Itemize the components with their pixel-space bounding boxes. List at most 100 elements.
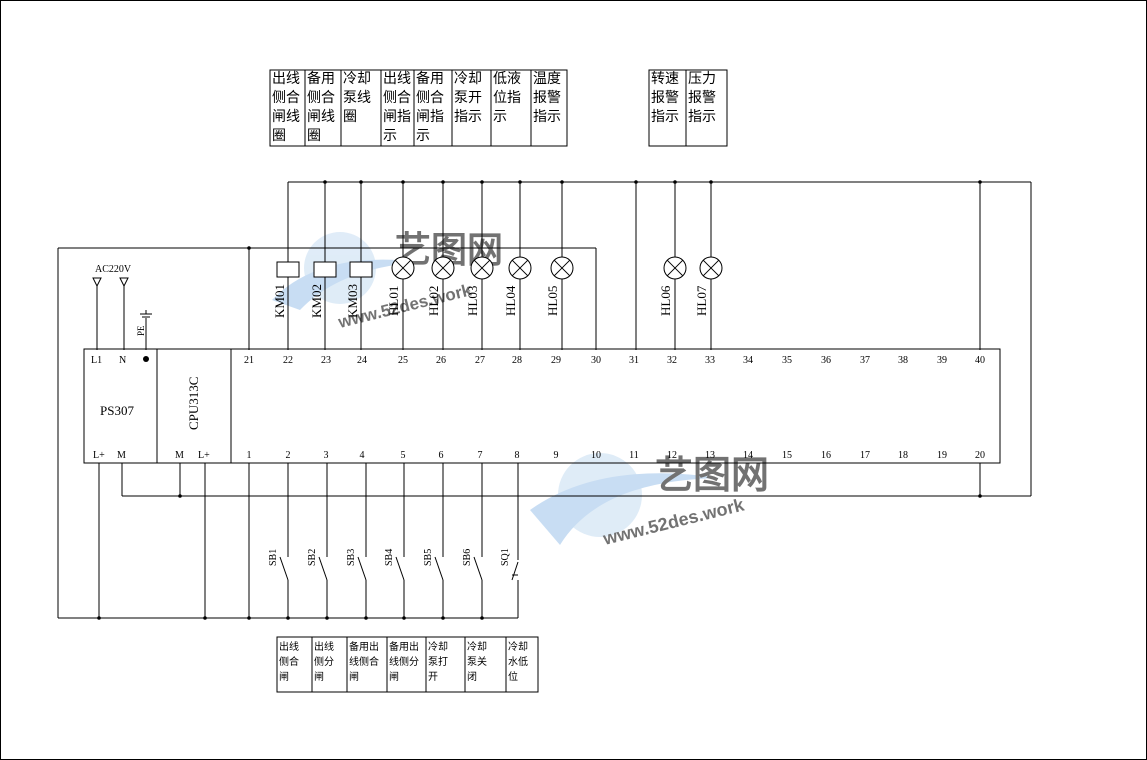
terminal-bottom-label: 15 <box>782 450 792 461</box>
terminal-top-label: 22 <box>283 355 293 366</box>
terminal-top-label: 40 <box>975 355 985 366</box>
terminal-top-label: 37 <box>860 355 870 366</box>
table-cell-text: 冷却 <box>467 640 487 653</box>
table-cell-text: 圈 <box>307 128 321 144</box>
table-cell-text: 闸 <box>314 670 324 683</box>
terminal-top-label: 29 <box>551 355 561 366</box>
table-cell-text: 侧合 <box>383 90 411 106</box>
table-cell-text: 冷却 <box>343 71 371 87</box>
table-cell-text: 备用 <box>416 70 444 87</box>
table-cell-text: 指示 <box>651 109 679 125</box>
lamp-label: HL07 <box>694 285 709 316</box>
lamp-icon <box>508 256 532 280</box>
table-cell-text: 出线 <box>383 71 411 87</box>
terminal-top-label: 28 <box>512 355 522 366</box>
table-border <box>648 69 728 147</box>
lamp-label: HL05 <box>545 286 560 316</box>
table-cell-text: 闸指 <box>416 109 444 125</box>
power-label: AC220V <box>95 264 132 275</box>
lamp-icon <box>391 256 415 280</box>
terminal-bottom-label: 18 <box>898 450 908 461</box>
table-cell-text: 泵线 <box>343 90 371 106</box>
table-cell-text: 泵开 <box>454 90 482 106</box>
terminal-bottom-label: 6 <box>439 450 444 461</box>
table-cell-text: 泵关 <box>467 655 487 668</box>
terminal-top-label: 24 <box>357 355 367 366</box>
table-cell-text: 闸 <box>279 670 289 683</box>
table-cell-text: 侧合 <box>272 90 300 106</box>
terminal-top-label: 30 <box>591 355 601 366</box>
terminal-bottom-label: 2 <box>286 450 291 461</box>
table-cell-text: 闸线 <box>272 109 300 125</box>
terminal-bottom-label: 3 <box>324 450 329 461</box>
ps-m-terminal: M <box>117 450 126 461</box>
terminal-bottom-label: 5 <box>401 450 406 461</box>
switch-label: SB5 <box>423 549 434 566</box>
table-cell-text: 闸指 <box>383 109 411 125</box>
lamp-label: HL02 <box>426 286 441 316</box>
terminal-top-label: 26 <box>436 355 446 366</box>
table-cell-text: 位指 <box>493 90 521 106</box>
lamp-icon <box>663 256 687 280</box>
plc-body <box>83 348 1001 464</box>
coil-symbols <box>276 261 373 278</box>
lamp-icon <box>699 256 723 280</box>
lamp-icon <box>550 256 574 280</box>
switch-label: SB6 <box>462 549 473 566</box>
terminal-bottom-label: 13 <box>705 450 715 461</box>
coil-label: KM01 <box>272 284 287 318</box>
output-label-table: 出线侧合闸线圈备用侧合闸线圈冷却泵线圈出线侧合闸指示备用侧合闸指示冷却泵开指示低… <box>269 69 568 147</box>
switch-label: SB2 <box>307 549 318 566</box>
table-cell-text: 闸 <box>349 670 359 683</box>
terminal-top-label: 33 <box>705 355 715 366</box>
cpu-lplus-terminal: L+ <box>198 450 210 461</box>
terminal-bottom-label: 16 <box>821 450 831 461</box>
coil-km03 <box>349 261 373 278</box>
terminal-top-label: 39 <box>937 355 947 366</box>
cpu-m-terminal: M <box>175 450 184 461</box>
table-cell-text: 出线 <box>279 640 299 653</box>
table-cell-text: 冷却 <box>508 640 528 653</box>
table-cell-text: 出线 <box>272 71 300 87</box>
table-cell-text: 侧合 <box>416 90 444 106</box>
terminal-top-label: 32 <box>667 355 677 366</box>
table-cell-text: 指示 <box>533 109 561 125</box>
table-cell-text: 冷却 <box>454 71 482 87</box>
pe-terminal-icon <box>143 356 149 362</box>
ps-l1-terminal: L1 <box>91 355 102 366</box>
switch-label: SB3 <box>346 549 357 566</box>
table-cell-text: 泵打 <box>428 655 448 668</box>
terminal-top-label: 25 <box>398 355 408 366</box>
terminal-bottom-label: 4 <box>360 450 365 461</box>
terminal-bottom-label: 8 <box>515 450 520 461</box>
switch-label: SB1 <box>268 549 279 566</box>
table-cell-text: 示 <box>493 109 507 125</box>
table-cell-text: 闸 <box>389 670 399 683</box>
terminal-top-label: 23 <box>321 355 331 366</box>
lamp-label: HL06 <box>658 285 673 316</box>
power-input-symbols <box>92 277 152 318</box>
coil-km02 <box>313 261 337 278</box>
switch-label: SB4 <box>384 549 395 566</box>
table-cell-text: 指示 <box>688 109 716 125</box>
terminal-bottom-label: 12 <box>667 450 677 461</box>
table-cell-text: 侧分 <box>314 655 334 668</box>
table-cell-text: 闭 <box>467 670 477 683</box>
table-border <box>269 69 568 147</box>
ps-n-terminal: N <box>119 355 126 366</box>
table-cell-text: 水低 <box>508 655 528 668</box>
watermark-logo-text: 艺图网 <box>655 455 769 497</box>
terminal-bottom-label: 17 <box>860 450 870 461</box>
wiring <box>57 181 1032 619</box>
ps-module-name: PS307 <box>100 403 134 418</box>
table-cell-text: 开 <box>428 672 438 683</box>
table-cell-text: 圈 <box>343 109 357 125</box>
cpu-module-name: CPU313C <box>186 377 201 430</box>
coil-label: KM03 <box>345 284 360 318</box>
